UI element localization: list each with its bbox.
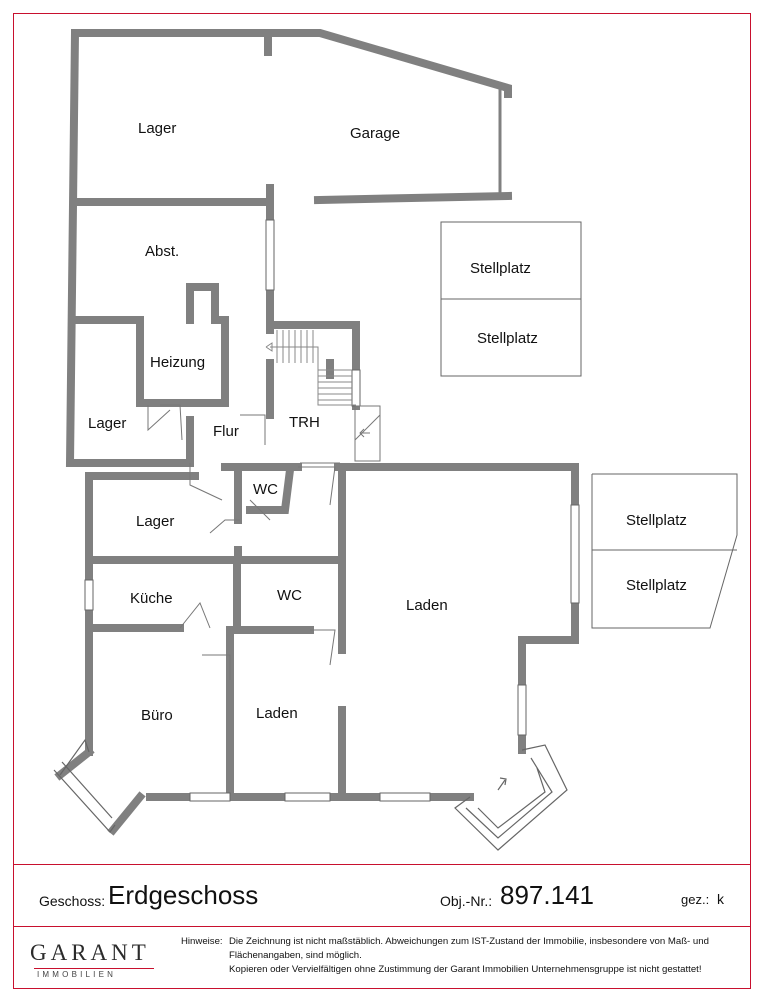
walls xyxy=(54,28,579,836)
bay-windows xyxy=(53,738,568,851)
disclaimer-notes: Hinweise: Die Zeichnung ist nicht maßstä… xyxy=(181,935,747,977)
windows xyxy=(84,219,580,802)
parking-label: Stellplatz xyxy=(477,330,538,347)
wall-laden-top xyxy=(334,463,579,509)
room-label: TRH xyxy=(289,414,320,431)
plan-area-frame xyxy=(13,13,751,865)
room-label: Laden xyxy=(256,705,298,722)
logo-divider xyxy=(34,968,154,969)
parking-label: Stellplatz xyxy=(470,260,531,277)
geschoss-label: Geschoss: xyxy=(39,893,106,909)
notes-line: Kopieren oder Vervielfältigen ohne Zusti… xyxy=(229,964,702,975)
notes-label: Hinweise: xyxy=(181,936,223,947)
logo-subtitle: IMMOBILIEN xyxy=(37,970,117,979)
wall-west-upper xyxy=(65,28,194,467)
wall-heizung xyxy=(136,316,229,407)
title-block: Geschoss: Erdgeschoss Obj.-Nr.: 897.141 … xyxy=(13,866,751,926)
drawn-by-label: gez.: xyxy=(681,892,710,907)
wall-garage-bottom xyxy=(313,191,513,205)
parking-spaces xyxy=(440,221,738,629)
drawing-frame xyxy=(13,13,751,989)
room-label: Laden xyxy=(406,597,448,614)
room-label: Lager xyxy=(136,513,174,530)
notes-line: Die Zeichnung ist nicht maßstäblich. Abw… xyxy=(229,936,709,961)
room-label: Garage xyxy=(350,125,400,142)
drawn-by-value: k xyxy=(717,891,724,907)
room-label: Flur xyxy=(213,423,239,440)
room-label: Büro xyxy=(141,707,173,724)
parking-label: Stellplatz xyxy=(626,512,687,529)
logo-name: GARANT xyxy=(30,940,150,965)
parking-label: Stellplatz xyxy=(626,577,687,594)
object-number-value: 897.141 xyxy=(500,880,594,910)
footer-divider xyxy=(13,926,751,927)
door-swings xyxy=(147,404,381,680)
geschoss-value: Erdgeschoss xyxy=(108,880,259,910)
room-label: WC xyxy=(253,481,278,498)
object-number-label: Obj.-Nr.: xyxy=(440,893,493,909)
room-label: Lager xyxy=(88,415,126,432)
room-label: Heizung xyxy=(150,354,205,371)
room-labels: Lager Garage Abst. Heizung Lager Flur TR… xyxy=(88,120,687,724)
room-label: WC xyxy=(277,587,302,604)
wall-chimney xyxy=(186,283,219,324)
room-label: Küche xyxy=(130,590,173,607)
room-label: Abst. xyxy=(145,243,179,260)
garant-logo: GARANT IMMOBILIEN xyxy=(30,940,160,980)
floor-plan: Lager Garage Abst. Heizung Lager Flur TR… xyxy=(53,28,738,851)
room-label: Lager xyxy=(138,120,176,137)
wall-laden-east xyxy=(518,599,579,689)
staircase xyxy=(265,330,356,406)
wall-garage-top xyxy=(71,29,512,98)
